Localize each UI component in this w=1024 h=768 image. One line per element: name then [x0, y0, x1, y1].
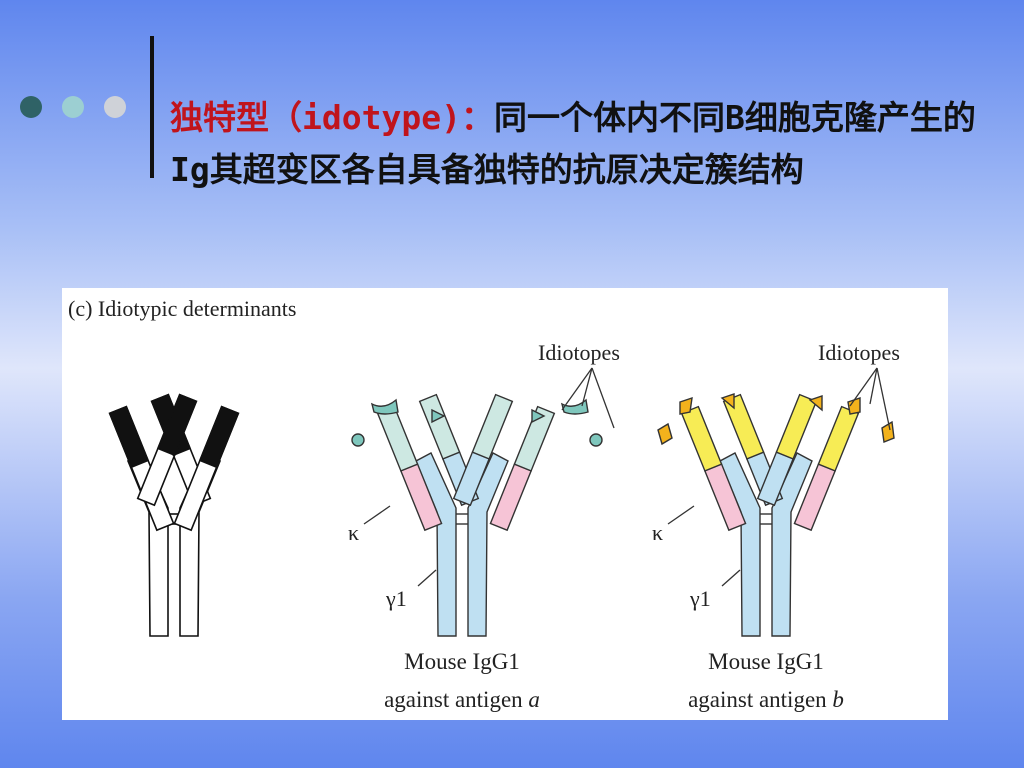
antibody-a-caption-line2: against antigen a	[384, 687, 540, 712]
idiotope-marker	[431, 408, 446, 424]
idiotope-marker	[847, 397, 861, 415]
slide-title: 独特型（idotype)：同一个体内不同B细胞克隆产生的Ig其超变区各自具备独特…	[170, 92, 1010, 196]
antibody-b-caption-line2: against antigen b	[688, 687, 844, 712]
variable-region-black	[198, 405, 240, 469]
bullet-dot-light	[62, 96, 84, 118]
bullet-dot-grey	[104, 96, 126, 118]
kappa-leader-a	[363, 505, 391, 525]
idiotope-marker	[589, 433, 603, 447]
idiotope-marker	[531, 408, 546, 424]
gamma-leader-a	[417, 569, 437, 587]
idiotope-marker	[720, 393, 735, 410]
antibody-igg1-antigen-b	[657, 393, 895, 637]
antibody-b-caption-line1: Mouse IgG1	[708, 649, 824, 674]
idiotope-marker	[881, 420, 895, 443]
light-chain-variable-left	[376, 405, 419, 472]
idiotopes-callout-b	[849, 367, 891, 431]
kappa-leader-b	[667, 505, 695, 525]
light-chain-variable-right	[817, 405, 860, 472]
idiotope-marker	[808, 395, 823, 412]
antigen-a-name: a	[528, 687, 540, 712]
idiotope-marker	[560, 398, 589, 415]
heavy-chain-variable-left	[418, 393, 461, 460]
antibody-generic	[108, 393, 240, 637]
term-idiotype: 独特型（idotype)：	[170, 98, 494, 137]
kappa-label-a: κ	[348, 520, 359, 545]
light-chain-variable-left	[680, 405, 723, 472]
light-chain-variable-right	[513, 405, 556, 472]
idiotope-marker	[351, 433, 365, 447]
idiotope-marker	[657, 422, 673, 446]
figure-caption: (c) Idiotypic determinants	[68, 296, 296, 321]
idiotypic-determinants-diagram: (c) Idiotypic determinants	[68, 296, 900, 712]
heavy-chain-variable-right	[471, 393, 514, 460]
gamma-leader-b	[721, 569, 741, 587]
variable-region-black	[156, 393, 198, 457]
idiotopes-label-a: Idiotopes	[538, 340, 620, 365]
idiotope-marker	[679, 396, 693, 415]
idiotope-marker	[370, 398, 399, 415]
antigen-b-prefix: against antigen	[688, 687, 832, 712]
gamma-label-b: γ1	[689, 586, 711, 611]
idiotopes-label-b: Idiotopes	[818, 340, 900, 365]
kappa-label-b: κ	[652, 520, 663, 545]
figure-panel: (c) Idiotypic determinants	[62, 288, 948, 720]
antibody-a-caption-line1: Mouse IgG1	[404, 649, 520, 674]
term-definition: 同一个体内不同B细胞克隆产生的Ig其超变区各自具备独特的抗原决定簇结构	[170, 98, 976, 189]
antigen-a-prefix: against antigen	[384, 687, 528, 712]
bullet-dot-dark	[20, 96, 42, 118]
title-divider	[150, 36, 154, 178]
heavy-chain-variable-right	[775, 393, 818, 460]
gamma-label-a: γ1	[385, 586, 407, 611]
antigen-b-name: b	[832, 687, 844, 712]
antibody-igg1-antigen-a	[351, 393, 603, 637]
variable-region-black	[108, 405, 150, 469]
idiotopes-callout-a	[561, 367, 615, 429]
